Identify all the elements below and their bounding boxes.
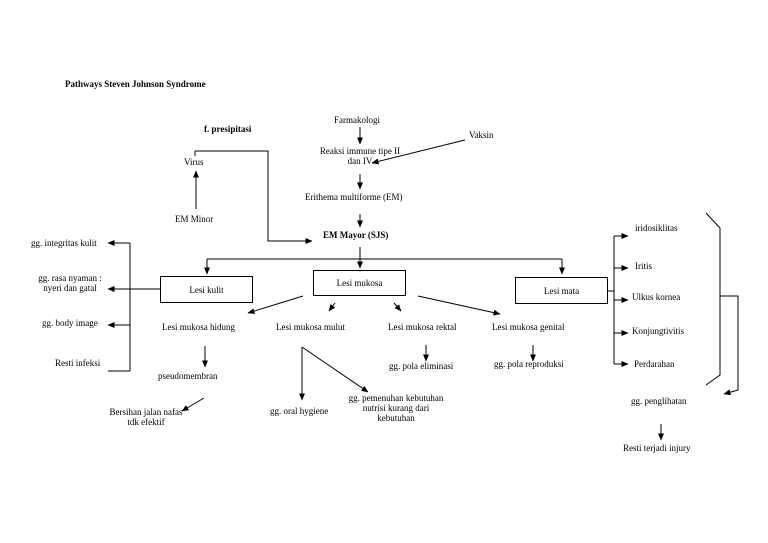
node-virus: Virus (184, 157, 204, 167)
node-f-presipitasi: f. presipitasi (204, 124, 252, 134)
bersihan-line1: Bersihan jalan nafas (109, 407, 183, 417)
node-em-mayor: EM Mayor (SJS) (323, 230, 389, 240)
node-integritas-kulit: gg. integritas kulit (31, 238, 97, 248)
reaksi-immune-line2: dan IV (347, 156, 373, 166)
node-resti-infeksi: Resti infeksi (55, 358, 101, 368)
node-vaksin: Vaksin (469, 130, 494, 140)
pemenuhan-line2: nutrisi kurang dari (362, 403, 430, 413)
node-iridosiklitas: iridosiklitas (635, 223, 678, 233)
page-title: Pathways Steven Johnson Syndrome (65, 79, 206, 89)
node-reaksi-immune: Reaksi immune tipe II dan IV (305, 146, 415, 166)
pemenuhan-line1: gg. pemenuhan kebutuhan (348, 393, 444, 403)
node-perdarahan: Perdarahan (634, 359, 675, 369)
node-erithema: Erithema multiforme (EM) (305, 192, 403, 202)
node-lesi-genital: Lesi mukosa genital (492, 322, 565, 332)
node-bersihan-jalan-nafas: Bersihan jalan nafas tdk efektif (100, 407, 192, 427)
pemenuhan-line3: kebutuhan (377, 413, 415, 423)
node-oral-hygiene: gg. oral hygiene (270, 406, 329, 416)
node-pemenuhan-nutrisi: gg. pemenuhan kebutuhan nutrisi kurang d… (340, 393, 452, 423)
node-konjungtivitis: Konjungtivitis (632, 326, 685, 336)
rasa-nyaman-line1: gg. rasa nyaman : (38, 273, 102, 283)
node-em-minor: EM Minor (175, 214, 214, 224)
box-lesi-kulit: Lesi kulit (160, 276, 253, 303)
node-rasa-nyaman: gg. rasa nyaman : nyeri dan gatal (30, 273, 110, 293)
box-lesi-mukosa: Lesi mukosa (313, 270, 406, 296)
node-lesi-mulut: Lesi mukosa mulut (276, 322, 345, 332)
node-iritis: Iritis (635, 261, 652, 271)
node-lesi-hidung: Lesi mukosa hidung (162, 322, 235, 332)
node-pola-eliminasi: gg. pola eliminasi (389, 361, 454, 371)
node-lesi-rektal: Lesi mukosa rektal (388, 322, 457, 332)
node-ulkus-kornea: Ulkus kornea (632, 292, 681, 302)
node-penglihatan: gg. penglihatan (631, 396, 687, 406)
node-body-image: gg. body image (42, 318, 98, 328)
node-farmakologi: Farmakologi (334, 115, 380, 125)
reaksi-immune-line1: Reaksi immune tipe II (319, 146, 401, 156)
box-lesi-mata: Lesi mata (515, 277, 608, 304)
node-pola-reproduksi: gg. pola reproduksi (494, 359, 564, 369)
bersihan-line2: tdk efektif (127, 417, 165, 427)
rasa-nyaman-line2: nyeri dan gatal (43, 283, 97, 293)
node-pseudomembran: pseudomembran (158, 371, 218, 381)
node-resti-injury: Resti terjadi injury (623, 443, 691, 453)
